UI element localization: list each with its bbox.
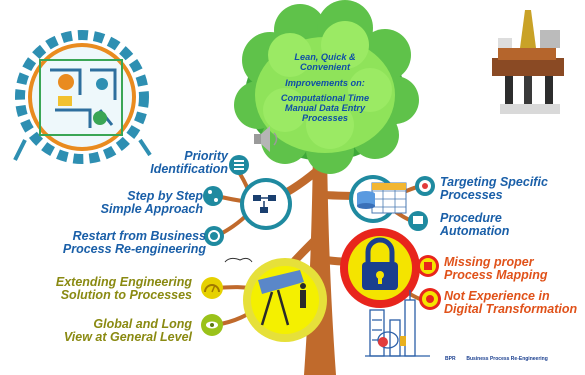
tree-foliage	[234, 0, 419, 174]
label-text: Restart from Business	[72, 229, 206, 243]
label-text: Simple Approach	[100, 202, 203, 217]
label-text: Extending Engineering	[55, 275, 192, 289]
crown-line-6: Processes	[302, 113, 348, 124]
label-text: Digital Transformation	[444, 302, 578, 317]
label-text: Processes	[440, 188, 503, 203]
bpr-legend: BPR Business Process Re-Engineering	[445, 356, 548, 362]
crown-text: Lean, Quick & Convenient Improvements on…	[264, 52, 386, 124]
label-priority-identification: Priority Identification	[150, 149, 228, 177]
eye-icon	[201, 314, 223, 336]
speaker-icon[interactable]	[254, 126, 278, 152]
database-table-icon	[349, 175, 407, 223]
oil-rig-icon	[492, 10, 564, 114]
face-warning-icon	[419, 288, 441, 310]
lock-icon	[340, 228, 420, 308]
flowchart-icon	[240, 178, 292, 230]
telescope-icon	[224, 257, 327, 342]
map-warning-icon	[417, 255, 439, 277]
label-targeting-processes: Targeting Specific Processes	[440, 175, 548, 203]
label-text: Step by Step	[127, 189, 203, 203]
label-text: Priority	[184, 149, 228, 163]
steps-icon	[203, 186, 223, 206]
crown-line-2: Convenient	[299, 62, 351, 73]
list-icon	[229, 155, 249, 175]
label-text: Missing proper	[444, 255, 534, 269]
crown-line-4: Computational Time	[280, 92, 370, 103]
label-missing-mapping: Missing proper Process Mapping	[444, 255, 548, 283]
label-procedure-automation: Procedure Automation	[440, 211, 510, 239]
target-icon	[415, 176, 435, 196]
label-text: Procedure	[440, 211, 502, 225]
label-text: Process Mapping	[444, 268, 548, 283]
crown-line-5: Manual Data Entry	[284, 103, 366, 114]
label-not-experience: Not Experience in Digital Transformation	[444, 289, 578, 317]
legend-full: Business Process Re-Engineering	[466, 356, 548, 362]
label-text: View at General Level	[63, 330, 192, 345]
label-text: Targeting Specific	[440, 175, 548, 189]
label-text: Not Experience in	[444, 289, 550, 303]
gauge-icon	[201, 277, 223, 299]
legend-abbr: BPR	[445, 356, 456, 362]
label-global-view: Global and Long View at General Level	[63, 317, 192, 345]
label-text: Global and Long	[93, 317, 192, 331]
label-text: Process Re-engineering	[62, 242, 206, 257]
label-step-by-step: Step by Step Simple Approach	[100, 189, 203, 217]
crown-line-3: Improvements on:	[285, 77, 365, 88]
label-restart-bpr: Restart from Business Process Re-enginee…	[62, 229, 206, 257]
gear-brain-icon	[13, 30, 152, 164]
label-text: Automation	[440, 224, 510, 239]
label-extending-engineering: Extending Engineering Solution to Proces…	[55, 275, 192, 303]
label-text: Solution to Processes	[60, 288, 192, 303]
restart-icon	[204, 226, 224, 246]
label-text: Identification	[150, 162, 228, 177]
crown-line-1: Lean, Quick &	[294, 52, 356, 62]
automation-icon	[408, 211, 428, 231]
